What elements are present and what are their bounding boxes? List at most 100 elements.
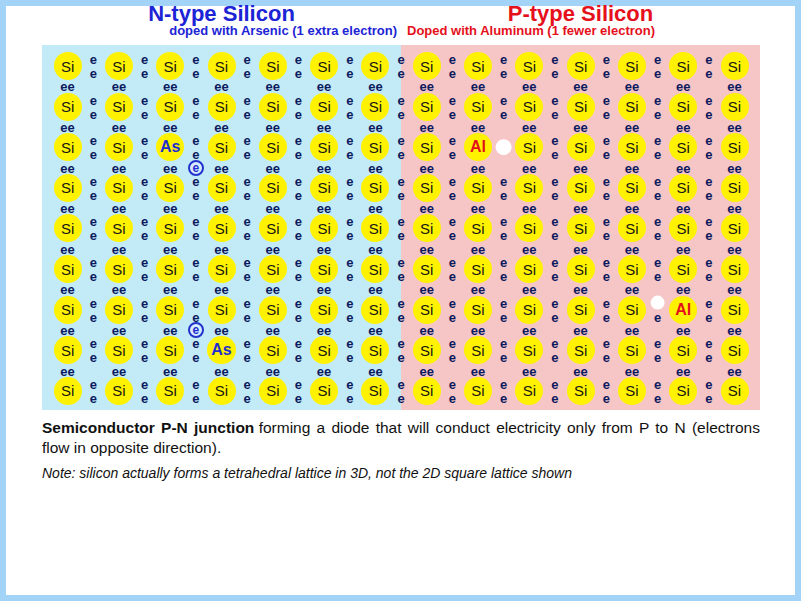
bond-electron: e [192,67,199,80]
bond-electron: e [654,93,661,106]
bond-electron: e [244,107,251,120]
atom-circle: Si [413,336,441,364]
bond-electron: e [346,174,353,187]
bond-electron: e [551,188,558,201]
electron-symbol: e [193,324,200,336]
bond-electron-pair: ee [522,323,536,336]
atom-circle: Si [669,52,697,80]
bond-electron: e [500,174,507,187]
atom-circle: Si [618,336,646,364]
atom-circle: Si [618,214,646,242]
bond-electron: e [500,337,507,350]
atom-circle: Si [721,52,749,80]
bond-electron: e [705,391,712,404]
bond-electron: e [705,174,712,187]
bond-electron: e [449,134,456,147]
bond-electron: e [603,377,610,390]
bond-electron: e [551,337,558,350]
bond-electron: e [244,67,251,80]
bond-electron: e [397,310,404,323]
bond-electron: e [551,351,558,364]
bond-electron-pair: ee [573,80,587,93]
bond-electron: e [141,229,148,242]
bond-electron: e [141,174,148,187]
bond-electron: e [90,174,97,187]
bond-electron-pair: ee [163,161,177,174]
atom-circle: Si [669,133,697,161]
atom-circle: Si [259,255,287,283]
atom-circle: Si [361,93,389,121]
bond-electron: e [244,256,251,269]
atom-circle: Si [669,336,697,364]
bond-electron: e [705,229,712,242]
bond-electron-pair: ee [317,161,331,174]
atom-circle: Si [310,336,338,364]
bond-electron: e [141,215,148,228]
atom-symbol: Si [728,180,741,195]
bond-electron: e [449,229,456,242]
bond-electron-pair: ee [368,242,382,255]
atom-symbol: Si [574,140,587,155]
bond-electron: e [603,67,610,80]
atom-symbol: Si [574,343,587,358]
region-heading: P-type Silicon [401,2,760,26]
atom-circle: Si [413,214,441,242]
atom-circle: Si [54,336,82,364]
bond-electron: e [346,391,353,404]
atom-symbol: Si [523,383,536,398]
bond-electron-pair: ee [471,80,485,93]
bond-electron: e [90,391,97,404]
bond-electron: e [397,351,404,364]
bond-electron-pair: ee [60,283,74,296]
bond-electron-pair: ee [625,120,639,133]
bond-electron: e [603,229,610,242]
atom-circle: Si [721,133,749,161]
atom-circle: Si [669,214,697,242]
bond-electron-pair: ee [112,161,126,174]
bond-electron: e [705,310,712,323]
atom-circle: Si [464,296,492,324]
bond-electron: e [397,134,404,147]
bond-electron-pair: ee [317,120,331,133]
bond-electron: e [90,53,97,66]
bond-electron: e [654,391,661,404]
bond-electron-pair: ee [214,161,228,174]
bond-electron: e [654,174,661,187]
bond-electron: e [90,310,97,323]
bond-electron: e [603,93,610,106]
atom-circle: Si [105,174,133,202]
bond-electron-pair: ee [625,364,639,377]
bond-electron: e [192,351,199,364]
bond-electron-pair: ee [112,242,126,255]
atom-circle: Si [54,133,82,161]
n-region-fill [42,45,401,410]
atom-symbol: Si [625,343,638,358]
bond-electron: e [295,377,302,390]
atom-symbol: Si [164,180,177,195]
atom-symbol: Si [215,262,228,277]
outer-frame [3,3,798,598]
bond-electron-pair: ee [112,80,126,93]
bond-electron-pair: ee [368,161,382,174]
bond-electron-pair: ee [214,283,228,296]
atom-symbol: Si [677,140,690,155]
atom-symbol: Si [369,59,382,74]
bond-electron-pair: ee [368,202,382,215]
bond-electron: e [295,107,302,120]
bond-electron: e [603,296,610,309]
bond-electron-pair: ee [471,202,485,215]
bond-electron: e [192,134,199,147]
bond-electron: e [603,134,610,147]
atom-circle: Si [54,255,82,283]
atom-circle: Si [361,214,389,242]
atom-symbol: Si [369,99,382,114]
bond-electron-pair: ee [676,120,690,133]
atom-circle: Si [310,93,338,121]
atom-circle: Si [156,93,184,121]
bond-electron-pair: ee [368,120,382,133]
atom-circle: Si [259,133,287,161]
atom-symbol: Si [574,383,587,398]
atom-symbol: Si [625,180,638,195]
atom-symbol: Si [317,262,330,277]
bond-electron: e [500,270,507,283]
